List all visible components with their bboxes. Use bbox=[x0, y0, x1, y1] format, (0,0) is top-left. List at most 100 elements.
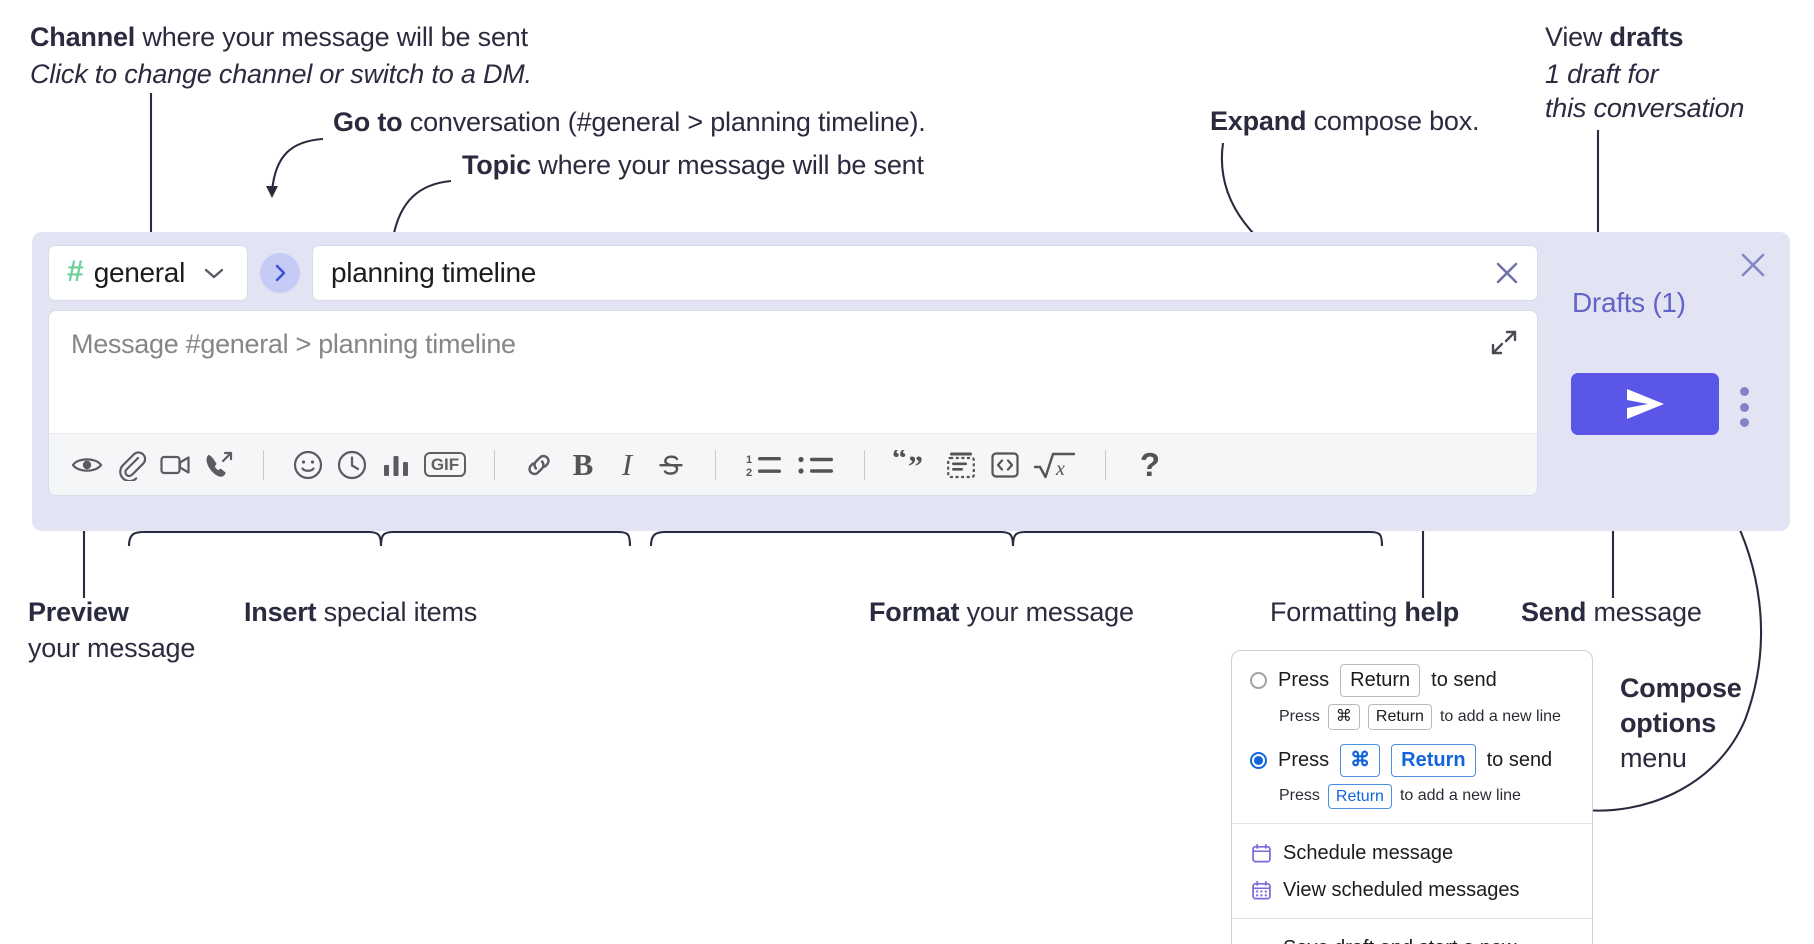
expand-icon[interactable] bbox=[1487, 325, 1521, 359]
brace-format bbox=[649, 530, 1384, 547]
annotation-expand: Expand compose box. bbox=[1210, 106, 1480, 136]
link-icon[interactable] bbox=[517, 443, 561, 487]
go-to-conversation-button[interactable] bbox=[260, 253, 300, 293]
key-return: Return bbox=[1391, 743, 1476, 777]
option2-tail: to send bbox=[1486, 748, 1553, 771]
brace-insert bbox=[127, 530, 632, 547]
toolbar-divider bbox=[1105, 449, 1106, 480]
message-placeholder: Message #general > planning timeline bbox=[71, 329, 516, 359]
annotation-goto: Go to conversation (#general > planning … bbox=[333, 107, 926, 137]
channel-selector[interactable]: # general bbox=[48, 245, 248, 301]
svg-text:“: “ bbox=[892, 450, 907, 475]
hash-icon: # bbox=[67, 255, 84, 288]
annotation-compose-options: Compose options menu bbox=[1620, 673, 1742, 773]
annotation-insert: Insert special items bbox=[244, 597, 478, 627]
emoji-icon[interactable] bbox=[286, 443, 330, 487]
equation-icon[interactable]: x bbox=[1027, 443, 1083, 487]
kebab-dot bbox=[1739, 387, 1749, 396]
attachment-icon[interactable] bbox=[109, 443, 153, 487]
menu-item-schedule-message[interactable]: Schedule message bbox=[1232, 835, 1592, 872]
message-input[interactable]: Message #general > planning timeline bbox=[49, 311, 1537, 433]
gif-label: GIF bbox=[423, 451, 467, 478]
menu-item-view-scheduled-messages[interactable]: View scheduled messages bbox=[1232, 872, 1592, 909]
video-icon[interactable] bbox=[153, 443, 197, 487]
drafts-link[interactable]: Drafts (1) bbox=[1572, 287, 1686, 318]
menu-option-cmd-return-to-send[interactable]: Press ⌘ Return to send bbox=[1232, 742, 1592, 779]
help-icon[interactable]: ? bbox=[1139, 445, 1161, 483]
compose-options-button[interactable] bbox=[1732, 383, 1756, 431]
audio-call-icon[interactable] bbox=[197, 443, 241, 487]
option1-sub-lead: Press bbox=[1279, 707, 1320, 725]
code-block-icon[interactable] bbox=[939, 443, 983, 487]
clear-topic-icon[interactable] bbox=[1491, 257, 1523, 289]
svg-text:1: 1 bbox=[746, 454, 752, 466]
annotation-formatting-help: Formatting help bbox=[1270, 597, 1460, 627]
topic-value: planning timeline bbox=[331, 257, 537, 288]
preview-icon[interactable] bbox=[65, 443, 109, 487]
poll-icon[interactable] bbox=[374, 443, 418, 487]
strikethrough-icon[interactable] bbox=[649, 443, 693, 487]
chevron-down-icon bbox=[203, 266, 225, 280]
menu-item-label: Schedule message bbox=[1283, 842, 1454, 865]
formatting-toolbar: GIF B I bbox=[49, 433, 1537, 495]
gif-icon[interactable]: GIF bbox=[418, 443, 472, 487]
draft-section: Save draft and start a new message bbox=[1232, 918, 1592, 944]
toolbar-divider bbox=[715, 449, 716, 480]
bold-icon[interactable]: B bbox=[572, 446, 594, 482]
option1-tail: to send bbox=[1431, 669, 1497, 691]
clock-icon[interactable] bbox=[330, 443, 374, 487]
annotation-preview: Preview your message bbox=[28, 597, 196, 663]
svg-text:2: 2 bbox=[746, 467, 752, 479]
menu-item-save-draft[interactable]: Save draft and start a new message bbox=[1232, 930, 1592, 944]
option1-lead: Press bbox=[1278, 669, 1330, 691]
ordered-list-icon[interactable]: 1 2 bbox=[738, 443, 790, 487]
key-return: Return bbox=[1340, 664, 1421, 697]
toolbar-divider bbox=[263, 449, 264, 480]
key-return: Return bbox=[1327, 783, 1392, 810]
arrowhead-goto bbox=[266, 186, 278, 198]
option2-lead: Press bbox=[1278, 748, 1330, 771]
key-command: ⌘ bbox=[1340, 743, 1381, 777]
annotation-send: Send message bbox=[1521, 597, 1702, 627]
toolbar-divider bbox=[494, 449, 495, 480]
message-box: Message #general > planning timeline bbox=[48, 310, 1538, 496]
compose-header-row: # general planning timeline bbox=[48, 245, 1538, 301]
compose-options-menu: Press Return to send Press ⌘ Return to a… bbox=[1231, 650, 1593, 944]
svg-text:x: x bbox=[1055, 458, 1065, 480]
kebab-dot bbox=[1739, 402, 1749, 412]
code-icon[interactable] bbox=[983, 443, 1027, 487]
radio-unselected[interactable] bbox=[1250, 672, 1267, 689]
radio-selected[interactable] bbox=[1250, 751, 1267, 769]
option1-sub-tail: to add a new line bbox=[1439, 707, 1561, 725]
toolbar-divider bbox=[864, 449, 865, 480]
menu-option2-sub: Press Return to add a new line bbox=[1232, 779, 1592, 815]
blockquote-icon[interactable]: “ ” bbox=[887, 443, 939, 487]
kebab-dot bbox=[1739, 418, 1749, 427]
leader-topic bbox=[391, 179, 452, 239]
key-return: Return bbox=[1367, 704, 1432, 730]
send-shortcut-options: Press Return to send Press ⌘ Return to a… bbox=[1232, 651, 1592, 823]
annotation-format: Format your message bbox=[869, 597, 1134, 627]
menu-item-label: Save draft and start a new message bbox=[1283, 937, 1576, 944]
menu-item-label: View scheduled messages bbox=[1283, 879, 1520, 902]
key-command: ⌘ bbox=[1327, 704, 1360, 730]
menu-option-return-to-send[interactable]: Press Return to send bbox=[1232, 662, 1592, 699]
send-button[interactable] bbox=[1571, 373, 1719, 435]
bulleted-list-icon[interactable] bbox=[790, 443, 842, 487]
italic-icon[interactable]: I bbox=[621, 446, 633, 482]
send-arrow-icon bbox=[1627, 389, 1664, 419]
annotation-channel: Channel where your message will be sent … bbox=[30, 22, 532, 89]
compose-panel: # general planning timeline bbox=[32, 232, 1790, 531]
channel-name-label: general bbox=[93, 257, 186, 288]
option2-sub-tail: to add a new line bbox=[1399, 787, 1521, 805]
calendar-grid-icon bbox=[1250, 880, 1272, 902]
annotation-topic: Topic where your message will be sent bbox=[462, 150, 924, 180]
annotation-drafts: View drafts 1 draft for this conversatio… bbox=[1545, 22, 1745, 123]
calendar-icon bbox=[1250, 843, 1272, 865]
topic-input[interactable]: planning timeline bbox=[312, 245, 1538, 301]
option2-sub-lead: Press bbox=[1279, 787, 1320, 805]
leader-goto bbox=[270, 137, 324, 193]
svg-text:”: ” bbox=[908, 450, 923, 480]
close-icon[interactable] bbox=[1736, 248, 1770, 282]
menu-option1-sub: Press ⌘ Return to add a new line bbox=[1232, 699, 1592, 735]
